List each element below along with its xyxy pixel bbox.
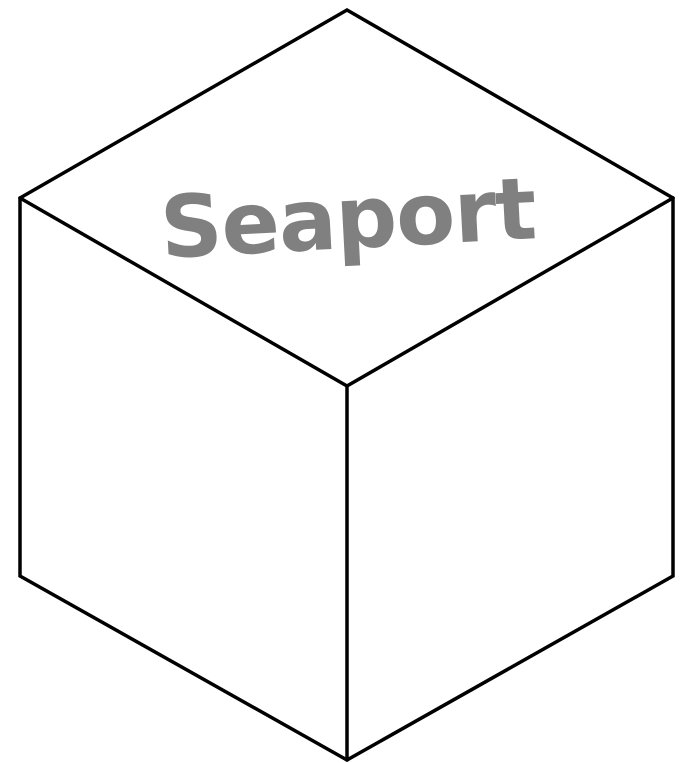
- cube-graphic: [18, 7, 675, 763]
- cube-left-face: [20, 198, 347, 760]
- cube-right-face: [347, 198, 673, 760]
- logo-wordmark: Seaport: [158, 159, 538, 279]
